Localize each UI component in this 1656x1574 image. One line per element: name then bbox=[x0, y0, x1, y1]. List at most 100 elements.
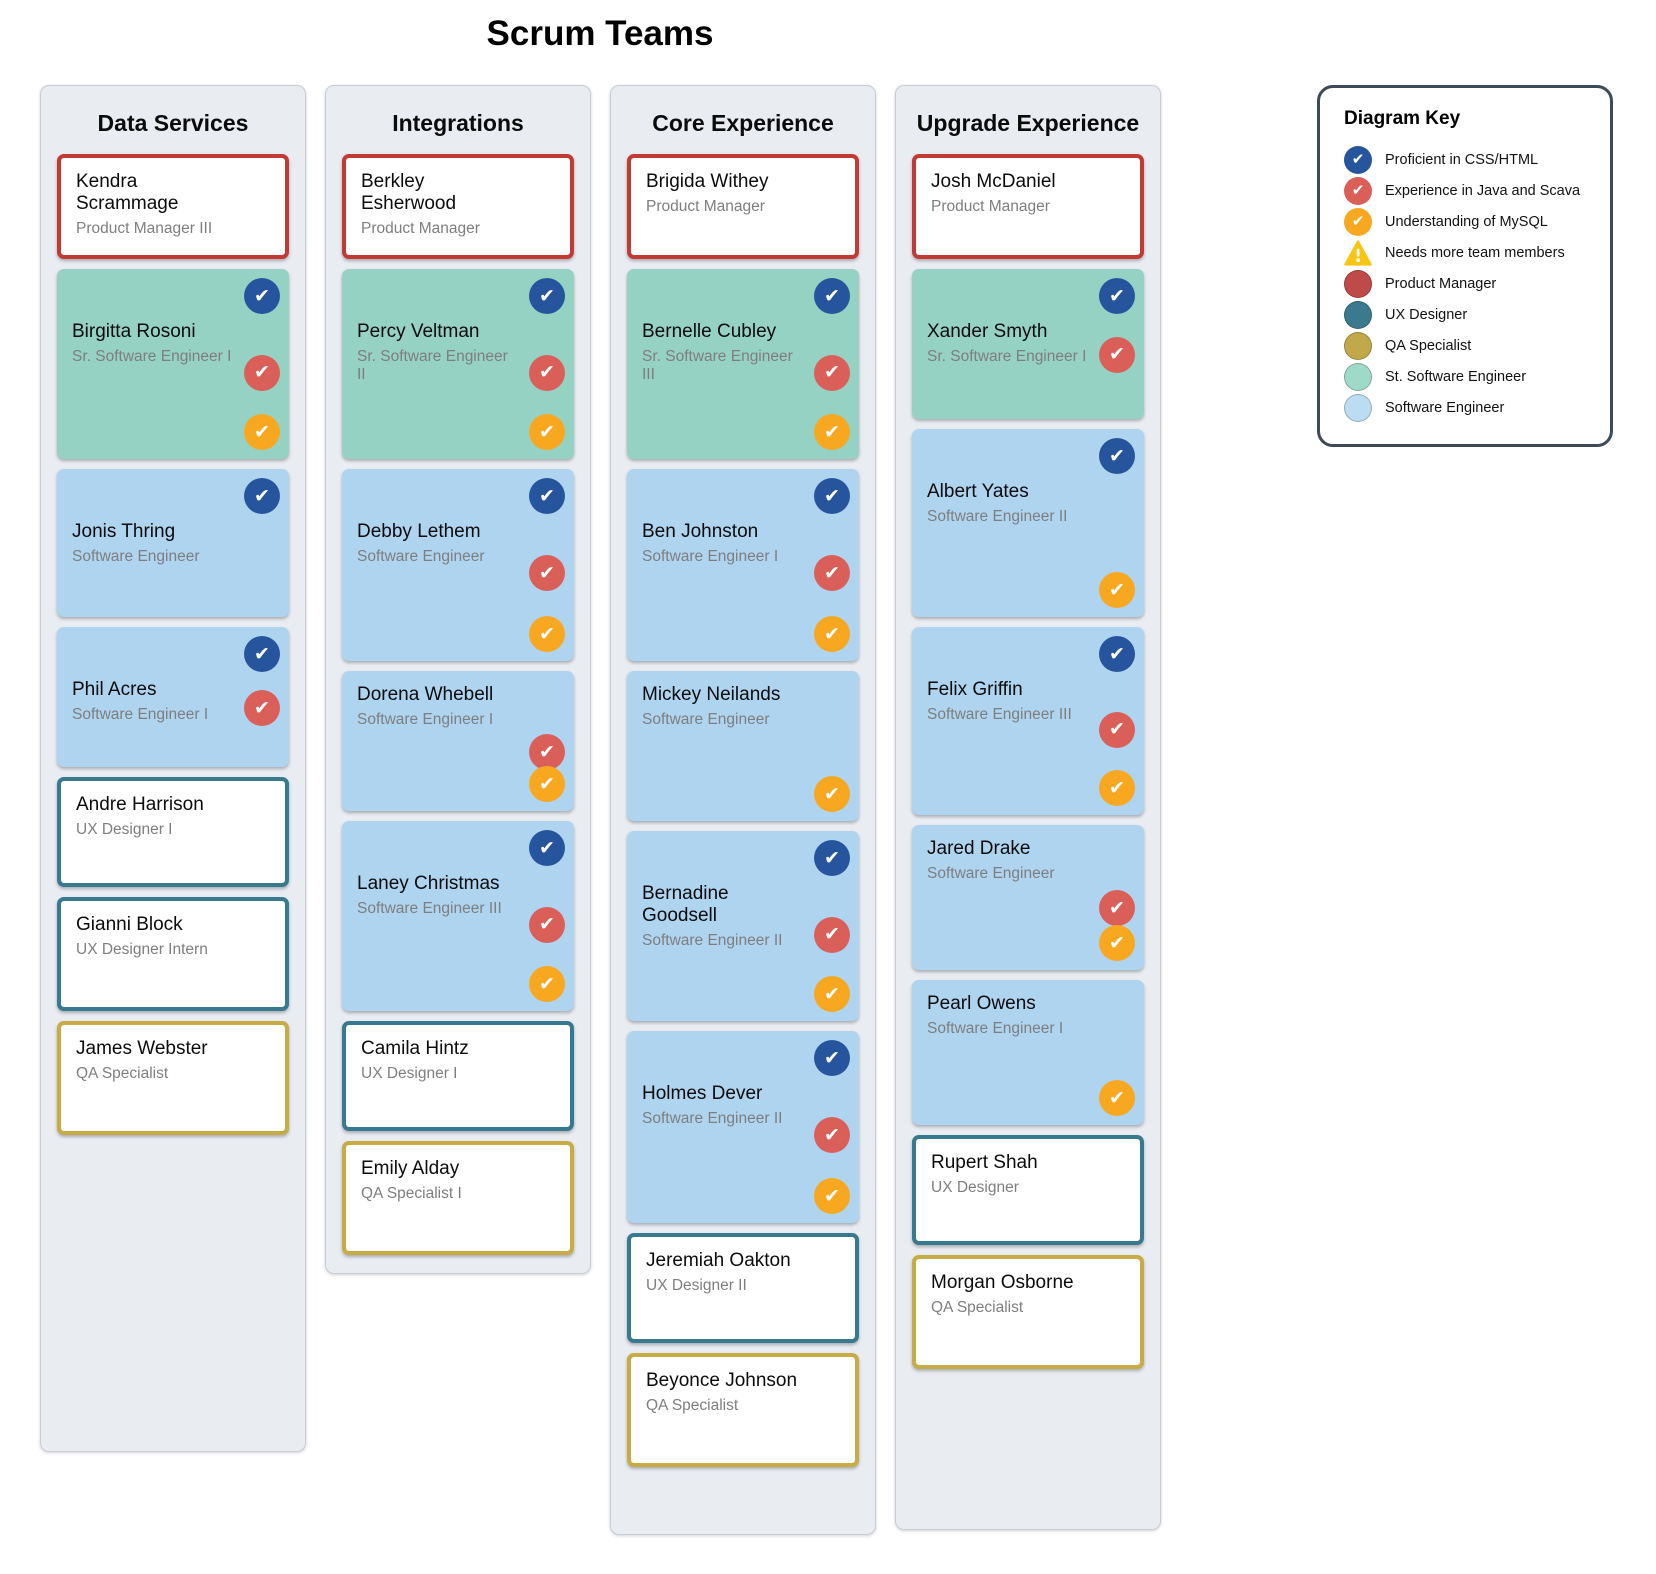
member-job-title: QA Specialist I bbox=[361, 1184, 462, 1202]
key-item-label: Proficient in CSS/HTML bbox=[1385, 151, 1539, 168]
key-item-understanding-of-mysql: ✔Understanding of MySQL bbox=[1344, 206, 1594, 237]
key-item-label: QA Specialist bbox=[1385, 337, 1472, 354]
java-badge-icon: ✔ bbox=[529, 354, 565, 391]
mysql-badge-icon: ✔ bbox=[529, 966, 565, 1002]
java-badge-icon: ✔ bbox=[1344, 176, 1372, 205]
member-job-title: Software Engineer II bbox=[927, 507, 1068, 525]
member-name: Jonis Thring bbox=[72, 521, 176, 542]
css-badge-icon: ✔ bbox=[814, 840, 850, 876]
mysql-badge-icon: ✔ bbox=[1099, 925, 1135, 961]
member-name: Ben Johnston bbox=[642, 521, 759, 542]
member-name: Albert Yates bbox=[927, 481, 1029, 502]
member-name: Bernadine Goodsell bbox=[642, 883, 729, 926]
warning-icon bbox=[1344, 239, 1372, 267]
page-title: Scrum Teams bbox=[486, 14, 714, 53]
mysql-badge-icon: ✔ bbox=[814, 414, 850, 450]
mysql-badge-icon: ✔ bbox=[814, 616, 850, 652]
css-badge-icon: ✔ bbox=[814, 478, 850, 514]
member-name: Rupert Shah bbox=[931, 1152, 1038, 1173]
member-job-title: Software Engineer I bbox=[357, 710, 494, 728]
key-item-proficient-in-css-html: ✔ Proficient in CSS/HTML bbox=[1344, 144, 1594, 175]
mysql-badge-icon: ✔ bbox=[529, 766, 565, 802]
member-card: Rupert Shah UX Designer bbox=[912, 1135, 1144, 1245]
css-badge-icon: ✔ bbox=[1344, 145, 1372, 174]
member-job-title: Sr. Software Engineer I bbox=[927, 347, 1087, 365]
key-item-ux-designer: UX Designer bbox=[1344, 299, 1594, 330]
role-senior-icon bbox=[1344, 362, 1372, 391]
key-item-st-software-engineer: St. Software Engineer bbox=[1344, 361, 1594, 392]
key-item-label: Product Manager bbox=[1385, 275, 1497, 292]
mysql-badge-icon: ✔ bbox=[1344, 207, 1372, 236]
mysql-badge-icon: ✔ bbox=[814, 976, 850, 1012]
java-badge-icon: ✔ bbox=[1099, 890, 1135, 927]
member-name: Percy Veltman bbox=[357, 321, 480, 342]
java-badge-icon: ✔ bbox=[244, 354, 280, 391]
member-name: Holmes Dever bbox=[642, 1083, 763, 1104]
key-item-label: St. Software Engineer bbox=[1385, 368, 1527, 385]
member-name: Xander Smyth bbox=[927, 321, 1048, 342]
member-name: Felix Griffin bbox=[927, 679, 1023, 700]
diagram-key: Diagram Key ✔Proficient in CSS/HTML✔Expe… bbox=[1317, 85, 1613, 447]
member-name: Debby Lethem bbox=[357, 521, 481, 542]
java-badge-icon: ✔ bbox=[244, 690, 280, 726]
key-item-qa-specialist: QA Specialist bbox=[1344, 330, 1594, 361]
member-job-title: UX Designer bbox=[931, 1178, 1019, 1196]
member-name: James Webster bbox=[76, 1038, 208, 1059]
member-job-title: Software Engineer bbox=[927, 864, 1055, 882]
java-badge-icon: ✔ bbox=[814, 555, 850, 592]
mysql-badge-icon: ✔ bbox=[814, 1178, 850, 1214]
member-job-title: Software Engineer I bbox=[642, 547, 779, 565]
java-badge-icon: ✔ bbox=[1099, 336, 1135, 373]
member-job-title: Software Engineer III bbox=[927, 705, 1072, 723]
role-ux-icon bbox=[1344, 300, 1372, 329]
team-title: Integrations bbox=[392, 110, 524, 136]
member-name: Pearl Owens bbox=[927, 993, 1036, 1014]
css-badge-icon: ✔ bbox=[529, 830, 565, 866]
css-badge-icon: ✔ bbox=[814, 278, 850, 314]
css-badge-icon: ✔ bbox=[244, 636, 280, 672]
member-job-title: Software Engineer bbox=[357, 547, 485, 565]
mysql-badge-icon: ✔ bbox=[529, 616, 565, 652]
member-job-title: Software Engineer I bbox=[927, 1019, 1064, 1037]
diagram-key-title: Diagram Key bbox=[1344, 108, 1461, 129]
team-title: Data Services bbox=[97, 110, 249, 136]
member-job-title: QA Specialist bbox=[76, 1064, 169, 1082]
mysql-badge-icon: ✔ bbox=[1099, 572, 1135, 608]
member-name: Berkley Esherwood bbox=[361, 171, 457, 214]
member-name: Andre Harrison bbox=[76, 794, 204, 815]
diagram-key-list: ✔Proficient in CSS/HTML✔Experience in Ja… bbox=[1344, 144, 1594, 423]
key-item-label: Needs more team members bbox=[1385, 244, 1565, 261]
member-job-title: Software Engineer II bbox=[642, 931, 783, 949]
team-title: Upgrade Experience bbox=[916, 110, 1140, 136]
member-job-title: Product Manager bbox=[931, 197, 1050, 215]
member-job-title: Sr. Software Engineer I bbox=[72, 347, 232, 365]
mysql-badge-icon: ✔ bbox=[244, 414, 280, 450]
java-badge-icon: ✔ bbox=[529, 906, 565, 943]
css-badge-icon: ✔ bbox=[1099, 278, 1135, 314]
member-job-title: Sr. Software Engineer III bbox=[642, 347, 793, 384]
css-badge-icon: ✔ bbox=[529, 278, 565, 314]
java-badge-icon: ✔ bbox=[814, 354, 850, 391]
member-name: Phil Acres bbox=[72, 679, 157, 700]
mysql-badge-icon: ✔ bbox=[1099, 770, 1135, 806]
member-job-title: Software Engineer III bbox=[357, 899, 502, 917]
